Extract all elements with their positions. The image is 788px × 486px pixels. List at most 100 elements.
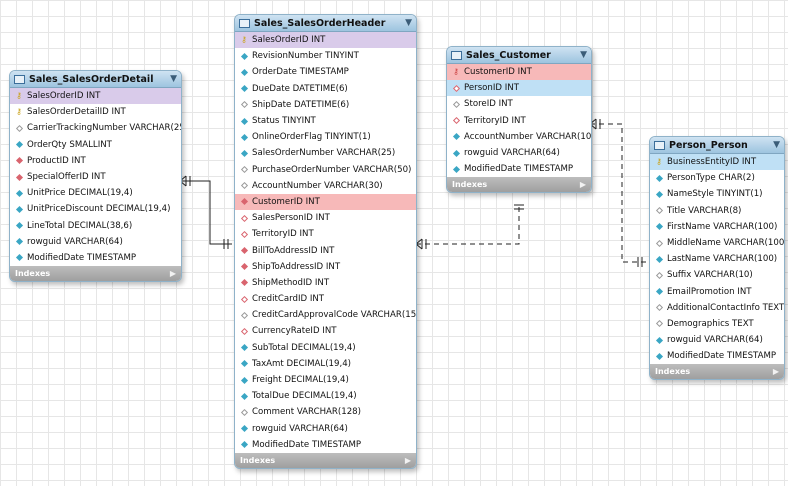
column-row[interactable]: ⚷SalesOrderID INT — [235, 32, 416, 49]
column-row[interactable]: rowguid VARCHAR(64) — [235, 421, 416, 437]
expand-arrow-icon[interactable]: ▶ — [404, 455, 411, 465]
column-row[interactable]: AdditionalContactInfo TEXT — [650, 300, 784, 316]
column-label: Freight DECIMAL(19,4) — [252, 375, 349, 386]
column-row[interactable]: CreditCardID INT — [235, 291, 416, 307]
foreign-key-diamond-icon — [240, 279, 248, 287]
column-row[interactable]: ProductID INT — [10, 153, 181, 169]
column-row[interactable]: BillToAddressID INT — [235, 242, 416, 258]
indexes-footer[interactable]: Indexes ▶ — [447, 177, 591, 193]
column-row[interactable]: Freight DECIMAL(19,4) — [235, 372, 416, 388]
key-icon: ⚷ — [16, 91, 22, 101]
column-row[interactable]: CurrencyRateID INT — [235, 323, 416, 339]
column-row[interactable]: CustomerID INT — [235, 193, 416, 211]
column-row[interactable]: OrderDate TIMESTAMP — [235, 64, 416, 80]
column-row[interactable]: ModifiedDate TIMESTAMP — [235, 437, 416, 453]
not-null-diamond-icon — [240, 85, 248, 93]
indexes-footer[interactable]: Indexes ▶ — [650, 364, 784, 380]
column-row[interactable]: PersonType CHAR(2) — [650, 170, 784, 186]
column-row[interactable]: ModifiedDate TIMESTAMP — [447, 161, 591, 177]
table-icon — [239, 18, 250, 28]
column-row[interactable]: UnitPrice DECIMAL(19,4) — [10, 185, 181, 201]
indexes-footer[interactable]: Indexes ▶ — [10, 266, 181, 282]
column-row[interactable]: LastName VARCHAR(100) — [650, 251, 784, 267]
column-row[interactable]: PersonID INT — [447, 80, 591, 97]
column-row[interactable]: EmailPromotion INT — [650, 284, 784, 300]
not-null-diamond-icon — [240, 344, 248, 352]
column-row[interactable]: rowguid VARCHAR(64) — [10, 234, 181, 250]
column-row[interactable]: CreditCardApprovalCode VARCHAR(15) — [235, 307, 416, 323]
indexes-label: Indexes — [655, 367, 691, 377]
column-row[interactable]: MiddleName VARCHAR(100) — [650, 235, 784, 251]
column-row[interactable]: Demographics TEXT — [650, 316, 784, 332]
not-null-diamond-icon — [240, 360, 248, 368]
column-row[interactable]: TerritoryID INT — [447, 113, 591, 129]
collapse-arrow-icon[interactable]: ▼ — [170, 74, 177, 84]
column-row[interactable]: NameStyle TINYINT(1) — [650, 186, 784, 202]
column-row[interactable]: rowguid VARCHAR(64) — [447, 145, 591, 161]
column-row[interactable]: FirstName VARCHAR(100) — [650, 219, 784, 235]
column-row[interactable]: SalesOrderNumber VARCHAR(25) — [235, 145, 416, 161]
column-row[interactable]: ⚷CustomerID INT — [447, 64, 591, 81]
column-label: OnlineOrderFlag TINYINT(1) — [252, 132, 371, 143]
expand-arrow-icon[interactable]: ▶ — [579, 180, 586, 190]
expand-arrow-icon[interactable]: ▶ — [772, 367, 779, 377]
column-row[interactable]: ShipMethodID INT — [235, 275, 416, 291]
collapse-arrow-icon[interactable]: ▼ — [405, 18, 412, 28]
column-row[interactable]: ModifiedDate TIMESTAMP — [10, 250, 181, 266]
column-row[interactable]: RevisionNumber TINYINT — [235, 48, 416, 64]
column-row[interactable]: rowguid VARCHAR(64) — [650, 332, 784, 348]
not-null-diamond-icon — [655, 174, 663, 182]
column-row[interactable]: LineTotal DECIMAL(38,6) — [10, 218, 181, 234]
column-row[interactable]: ModifiedDate TIMESTAMP — [650, 348, 784, 364]
column-row[interactable]: SalesPersonID INT — [235, 210, 416, 226]
column-label: ProductID INT — [27, 155, 86, 166]
collapse-arrow-icon[interactable]: ▼ — [580, 50, 587, 60]
key-icon: ⚷ — [241, 35, 247, 45]
not-null-diamond-icon — [15, 238, 23, 246]
column-row[interactable]: StoreID INT — [447, 96, 591, 112]
column-row[interactable]: ⚷SalesOrderDetailID INT — [10, 104, 181, 120]
column-label: PurchaseOrderNumber VARCHAR(50) — [252, 164, 412, 175]
column-row[interactable]: Comment VARCHAR(128) — [235, 404, 416, 420]
indexes-footer[interactable]: Indexes ▶ — [235, 452, 416, 468]
table-icon — [654, 140, 665, 150]
table-header[interactable]: Sales_SalesOrderDetail ▼ — [10, 71, 181, 88]
column-row[interactable]: TerritoryID INT — [235, 226, 416, 242]
column-row[interactable]: TaxAmt DECIMAL(19,4) — [235, 356, 416, 372]
column-row[interactable]: AccountNumber VARCHAR(10) — [447, 129, 591, 145]
table-header[interactable]: Person_Person ▼ — [650, 137, 784, 154]
column-row[interactable]: OnlineOrderFlag TINYINT(1) — [235, 129, 416, 145]
column-row[interactable]: SubTotal DECIMAL(19,4) — [235, 340, 416, 356]
table-sales-salesorderheader[interactable]: Sales_SalesOrderHeader ▼ ⚷SalesOrderID I… — [234, 14, 417, 469]
column-label: ModifiedDate TIMESTAMP — [27, 252, 137, 263]
column-row[interactable]: Suffix VARCHAR(10) — [650, 267, 784, 283]
column-row[interactable]: UnitPriceDiscount DECIMAL(19,4) — [10, 201, 181, 217]
column-row[interactable]: ⚷BusinessEntityID INT — [650, 154, 784, 171]
column-row[interactable]: DueDate DATETIME(6) — [235, 81, 416, 97]
column-row[interactable]: AccountNumber VARCHAR(30) — [235, 178, 416, 194]
column-row[interactable]: Title VARCHAR(8) — [650, 203, 784, 219]
table-icon — [14, 74, 25, 84]
column-row[interactable]: PurchaseOrderNumber VARCHAR(50) — [235, 162, 416, 178]
column-row[interactable]: ShipToAddressID INT — [235, 259, 416, 275]
expand-arrow-icon[interactable]: ▶ — [169, 269, 176, 279]
table-header[interactable]: Sales_Customer ▼ — [447, 47, 591, 64]
column-row[interactable]: SpecialOfferID INT — [10, 169, 181, 185]
column-row[interactable]: ⚷SalesOrderID INT — [10, 88, 181, 105]
nullable-diamond-icon — [240, 101, 248, 109]
column-row[interactable]: CarrierTrackingNumber VARCHAR(25) — [10, 120, 181, 136]
column-row[interactable]: OrderQty SMALLINT — [10, 137, 181, 153]
collapse-arrow-icon[interactable]: ▼ — [773, 140, 780, 150]
nullable-diamond-icon — [655, 239, 663, 247]
foreign-key-diamond-icon — [240, 198, 248, 206]
table-header[interactable]: Sales_SalesOrderHeader ▼ — [235, 15, 416, 32]
column-label: NameStyle TINYINT(1) — [667, 189, 763, 200]
column-label: SalesOrderDetailID INT — [27, 107, 126, 118]
column-row[interactable]: TotalDue DECIMAL(19,4) — [235, 388, 416, 404]
one-mark-header — [223, 239, 229, 249]
column-row[interactable]: ShipDate DATETIME(6) — [235, 97, 416, 113]
column-row[interactable]: Status TINYINT — [235, 113, 416, 129]
table-sales-salesorderdetail[interactable]: Sales_SalesOrderDetail ▼ ⚷SalesOrderID I… — [9, 70, 182, 283]
